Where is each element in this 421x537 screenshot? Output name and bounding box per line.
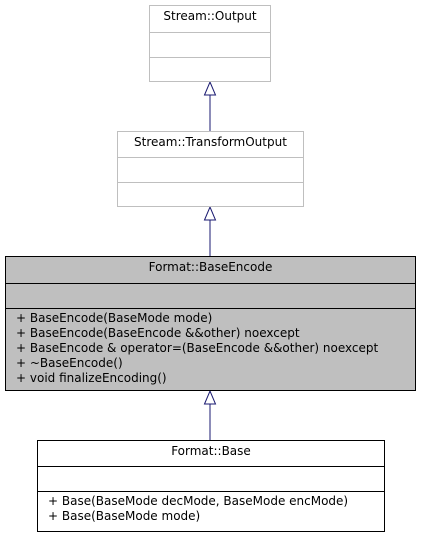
inheritance-edge-transform-to-output [203, 80, 217, 131]
method-item: + BaseEncode(BaseMode mode) [16, 311, 213, 325]
methods-section [150, 57, 270, 82]
attributes-section [38, 466, 384, 491]
methods-section: + Base(BaseMode decMode, BaseMode encMod… [38, 491, 384, 531]
class-name: Stream::TransformOutput [134, 135, 287, 149]
method-item: + BaseEncode & operator=(BaseEncode &&ot… [16, 341, 379, 355]
method-item: + ~BaseEncode() [16, 356, 123, 370]
method-item: + Base(BaseMode mode) [48, 509, 201, 523]
method-item: + BaseEncode(BaseEncode &&other) noexcep… [16, 326, 300, 340]
method-item: + void finalizeEncoding() [16, 371, 167, 385]
attributes-section [6, 283, 415, 308]
class-box-stream-output[interactable]: Stream::Output [149, 5, 271, 82]
class-box-stream-transformoutput[interactable]: Stream::TransformOutput [117, 131, 304, 207]
class-box-format-base[interactable]: Format::Base + Base(BaseMode decMode, Ba… [37, 440, 385, 532]
class-box-format-baseencode[interactable]: Format::BaseEncode + BaseEncode(BaseMode… [5, 256, 416, 391]
class-name: Format::BaseEncode [148, 260, 273, 274]
class-name: Stream::Output [163, 9, 257, 23]
inheritance-edge-baseencode-to-transform [203, 205, 217, 256]
attributes-section [150, 32, 270, 57]
attributes-section [118, 157, 303, 182]
class-name: Format::Base [171, 444, 251, 458]
inheritance-edge-base-to-baseencode [203, 389, 217, 440]
methods-section [118, 182, 303, 207]
method-item: + Base(BaseMode decMode, BaseMode encMod… [48, 494, 349, 508]
methods-section: + BaseEncode(BaseMode mode) + BaseEncode… [6, 308, 415, 390]
